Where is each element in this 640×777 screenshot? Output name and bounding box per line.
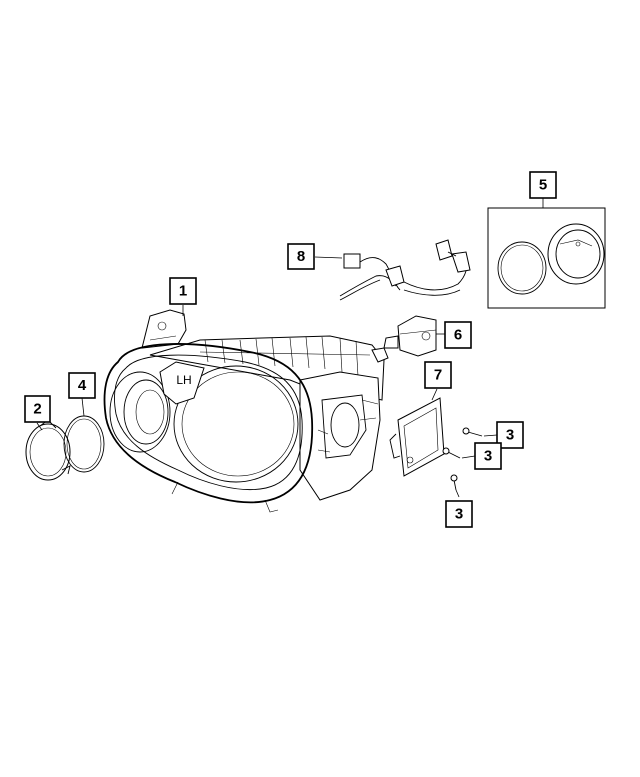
- screw-part-a[interactable]: [462, 427, 483, 437]
- callout-2-label: 2: [33, 401, 41, 418]
- leader-lines: [36, 198, 544, 498]
- lh-marking: LH: [176, 373, 191, 387]
- callout-1[interactable]: 1: [169, 277, 197, 305]
- callout-1-label: 1: [179, 283, 187, 300]
- screw-part-c[interactable]: [450, 474, 458, 491]
- callout-7[interactable]: 7: [424, 361, 452, 389]
- callout-3b[interactable]: 3: [474, 442, 502, 470]
- callout-7-label: 7: [434, 367, 442, 384]
- bulb-part[interactable]: [383, 315, 437, 357]
- bezel-ring-part[interactable]: [25, 419, 71, 481]
- callout-8-label: 8: [297, 248, 305, 265]
- ballast-cover-part[interactable]: [389, 397, 445, 477]
- callout-4-label: 4: [78, 377, 87, 394]
- dust-cover-part[interactable]: [547, 223, 605, 285]
- wiring-harness-part[interactable]: [339, 239, 471, 301]
- callout-5[interactable]: 5: [529, 171, 557, 199]
- callout-5-label: 5: [539, 177, 547, 194]
- callout-3a-label: 3: [506, 427, 514, 444]
- screw-part-b[interactable]: [442, 447, 461, 459]
- callout-6[interactable]: 6: [444, 321, 472, 349]
- callout-3c[interactable]: 3: [445, 500, 473, 528]
- callout-3c-label: 3: [455, 506, 463, 523]
- callout-2[interactable]: 2: [24, 395, 51, 423]
- retaining-ring-part[interactable]: [497, 241, 547, 295]
- callout-6-label: 6: [454, 327, 462, 344]
- callout-4[interactable]: 4: [68, 372, 96, 399]
- seal-ring-part[interactable]: [63, 415, 105, 473]
- callout-3b-label: 3: [484, 448, 492, 465]
- callout-8[interactable]: 8: [287, 243, 315, 270]
- headlamp-housing[interactable]: LH: [103, 309, 389, 513]
